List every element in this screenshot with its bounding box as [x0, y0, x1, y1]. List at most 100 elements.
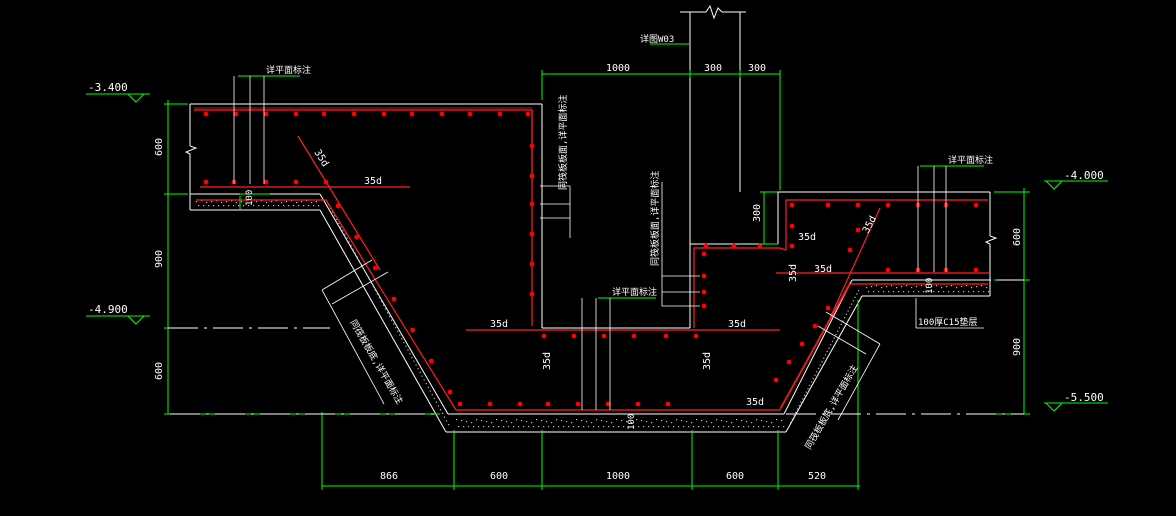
- hatch-speck: [636, 419, 638, 421]
- hatch-speck: [271, 201, 273, 203]
- hatch-speck: [800, 401, 802, 403]
- hatch-speck: [223, 205, 225, 207]
- hatch-speck: [830, 344, 832, 346]
- hatch-speck: [646, 421, 648, 423]
- elevation-top-right: -4.000: [1064, 169, 1104, 182]
- hatch-speck: [951, 285, 953, 287]
- rebar-dot: [354, 234, 360, 240]
- rebar-dot: [351, 111, 357, 117]
- hatch-speck: [238, 205, 240, 207]
- rebar-dot: [381, 111, 387, 117]
- hatch-speck: [374, 289, 376, 291]
- hatch-speck: [458, 426, 460, 428]
- hatch-speck: [491, 422, 493, 424]
- hatch-speck: [501, 420, 503, 422]
- hatch-speck: [358, 259, 360, 262]
- hatch-speck: [558, 426, 560, 428]
- hatch-speck: [256, 201, 258, 203]
- hatch-speck: [671, 422, 673, 424]
- hatch-speck: [928, 291, 930, 293]
- hatch-speck: [873, 291, 875, 293]
- hatch-speck: [891, 285, 893, 287]
- hatch-speck: [311, 202, 313, 204]
- hatch-speck: [384, 308, 387, 310]
- hatch-speck: [340, 226, 342, 228]
- hatch-speck: [523, 426, 525, 428]
- hatch-speck: [413, 360, 415, 362]
- wall-vertical-note: 同筏板板面,详平面标注: [557, 95, 569, 190]
- hatch-speck: [966, 285, 968, 287]
- hatch-speck: [443, 416, 446, 418]
- hatch-speck: [288, 205, 290, 207]
- hatch-speck: [425, 382, 427, 385]
- hatch-speck: [847, 310, 849, 312]
- bottom-dim-866: 866: [380, 471, 398, 482]
- rebar-dot: [335, 203, 341, 209]
- hatch-speck: [810, 381, 813, 383]
- hatch-speck: [338, 222, 340, 224]
- rebar-dot: [497, 111, 503, 117]
- hatch-speck: [681, 420, 683, 422]
- rebar-dot: [372, 265, 378, 271]
- hatch-speck: [733, 426, 735, 428]
- hatch-speck: [382, 304, 385, 306]
- hatch-speck: [746, 421, 748, 423]
- hatch-speck: [953, 291, 955, 293]
- hatch-speck: [521, 420, 523, 422]
- hatch-speck: [391, 319, 393, 321]
- hatch-speck: [318, 205, 320, 207]
- hatch-speck: [973, 291, 975, 293]
- rebar-dot: [410, 327, 416, 333]
- hatch-speck: [308, 205, 310, 207]
- hatch-speck: [533, 426, 535, 428]
- right-dim-upper: 600: [1012, 228, 1023, 246]
- hatch-speck: [658, 426, 660, 428]
- rebar-dot: [973, 202, 979, 208]
- hatch-speck: [393, 323, 395, 325]
- hatch-speck: [758, 426, 760, 428]
- hatch-speck: [576, 419, 578, 421]
- rebar-dot: [799, 341, 805, 347]
- rebar-dot: [701, 303, 707, 309]
- hatch-speck: [693, 426, 695, 428]
- rebar-dot: [701, 289, 707, 295]
- rebar-dot: [487, 401, 493, 407]
- hatch-speck: [721, 420, 723, 422]
- rebar-dot: [467, 111, 473, 117]
- hatch-speck: [332, 211, 334, 213]
- right-dim-lower: 900: [1012, 338, 1023, 356]
- hatch-speck: [783, 426, 785, 428]
- top-left-note: 详平面标注: [266, 64, 311, 76]
- hatch-speck: [793, 415, 795, 417]
- right-slope-note: 同筏板板底,详平面标注: [802, 363, 860, 452]
- rebar-dot: [233, 111, 239, 117]
- hatch-speck: [481, 420, 483, 422]
- hatch-speck: [852, 300, 854, 302]
- hatch-speck: [386, 312, 389, 314]
- hatch-speck: [286, 201, 288, 203]
- hatch-speck: [840, 323, 842, 326]
- rebar-dot: [701, 273, 707, 279]
- hatch-speck: [948, 291, 950, 293]
- hatch-speck: [417, 368, 419, 370]
- hatch-speck: [936, 285, 938, 287]
- hatch-speck: [603, 426, 605, 428]
- rebar-dot: [529, 231, 535, 237]
- hatch-speck: [678, 426, 680, 428]
- hatch-speck: [354, 252, 356, 254]
- rebar-dot: [263, 179, 269, 185]
- top-dim-1000: 1000: [606, 63, 630, 74]
- hatch-speck: [362, 267, 364, 269]
- rebar-dot: [321, 111, 327, 117]
- hatch-speck: [488, 426, 490, 428]
- wall-outline: [680, 4, 746, 244]
- rebar-dot: [529, 291, 535, 297]
- hatch-speck: [809, 384, 811, 386]
- hatch-speck: [241, 201, 243, 203]
- hatch-speck: [666, 421, 668, 423]
- hatch-speck: [518, 426, 520, 428]
- rebar-dot: [601, 333, 607, 339]
- hatch-speck: [731, 422, 733, 424]
- hatch-speck: [901, 286, 903, 288]
